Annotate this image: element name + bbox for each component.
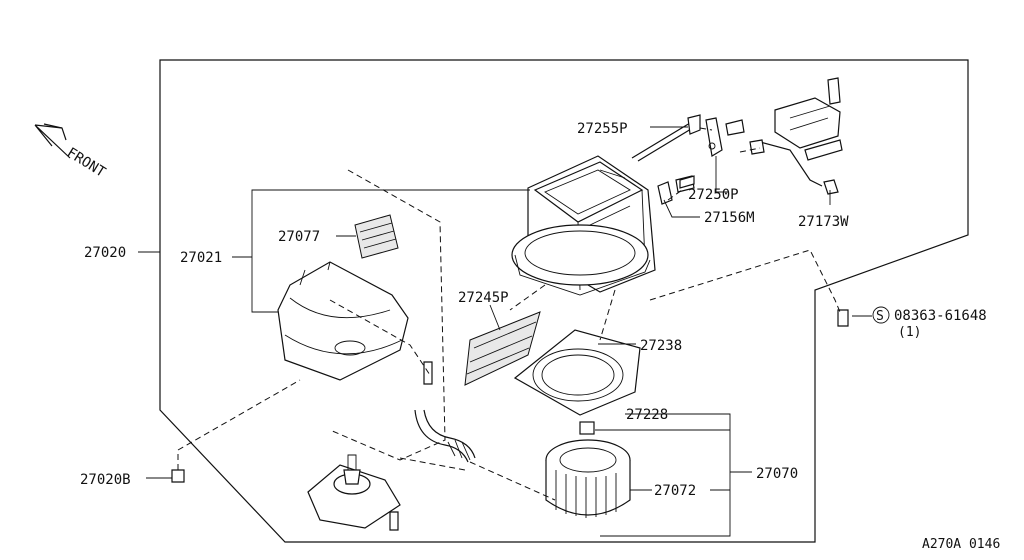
leader-lines bbox=[138, 126, 872, 537]
label-27070: 27070 bbox=[756, 466, 798, 482]
figure-reference: A270A 0146 bbox=[922, 537, 1000, 552]
label-27156M: 27156M bbox=[704, 210, 755, 226]
screw-icons bbox=[171, 175, 849, 531]
label-27228: 27228 bbox=[626, 407, 668, 423]
dashed-guide-6 bbox=[399, 457, 556, 501]
front-label: FRONT bbox=[64, 145, 109, 181]
label-27020B: 27020B bbox=[80, 472, 131, 488]
gasket-plate bbox=[513, 329, 641, 416]
label-27020: 27020 bbox=[84, 245, 126, 261]
lower-case bbox=[277, 261, 409, 381]
label-27173W: 27173W bbox=[798, 214, 849, 230]
air-filter bbox=[464, 311, 541, 386]
label-27255P: 27255P bbox=[577, 121, 628, 137]
dashed-guide-5 bbox=[509, 284, 616, 341]
label-27077: 27077 bbox=[278, 229, 320, 245]
dashed-guide-1 bbox=[329, 169, 446, 461]
bolt-symbol-circle bbox=[872, 306, 890, 324]
label-27072: 27072 bbox=[654, 483, 696, 499]
intake-housing bbox=[511, 155, 656, 296]
fan-motor bbox=[307, 454, 401, 529]
label-27250P: 27250P bbox=[688, 187, 739, 203]
nut-part bbox=[579, 421, 595, 435]
control-rod bbox=[631, 114, 701, 162]
label-27021: 27021 bbox=[180, 250, 222, 266]
dashed-guide-4 bbox=[649, 249, 841, 313]
dashed-guide-7 bbox=[667, 127, 761, 201]
blower-fan bbox=[545, 439, 631, 518]
dashed-guide-2 bbox=[329, 299, 431, 376]
label-bolt-code: 08363-61648 bbox=[894, 308, 987, 324]
dashed-guide-3 bbox=[177, 379, 301, 470]
bolt-symbol-letter: S bbox=[876, 309, 884, 324]
lever-part bbox=[705, 117, 745, 157]
vent-hose bbox=[414, 409, 476, 463]
assembly-boundary bbox=[159, 59, 969, 543]
front-arrow-icon bbox=[34, 123, 71, 159]
actuator-motor bbox=[749, 77, 843, 195]
label-27245P: 27245P bbox=[458, 290, 509, 306]
label-27238: 27238 bbox=[640, 338, 682, 354]
small-filter bbox=[354, 214, 399, 259]
label-bolt-qty: (1) bbox=[898, 325, 921, 340]
